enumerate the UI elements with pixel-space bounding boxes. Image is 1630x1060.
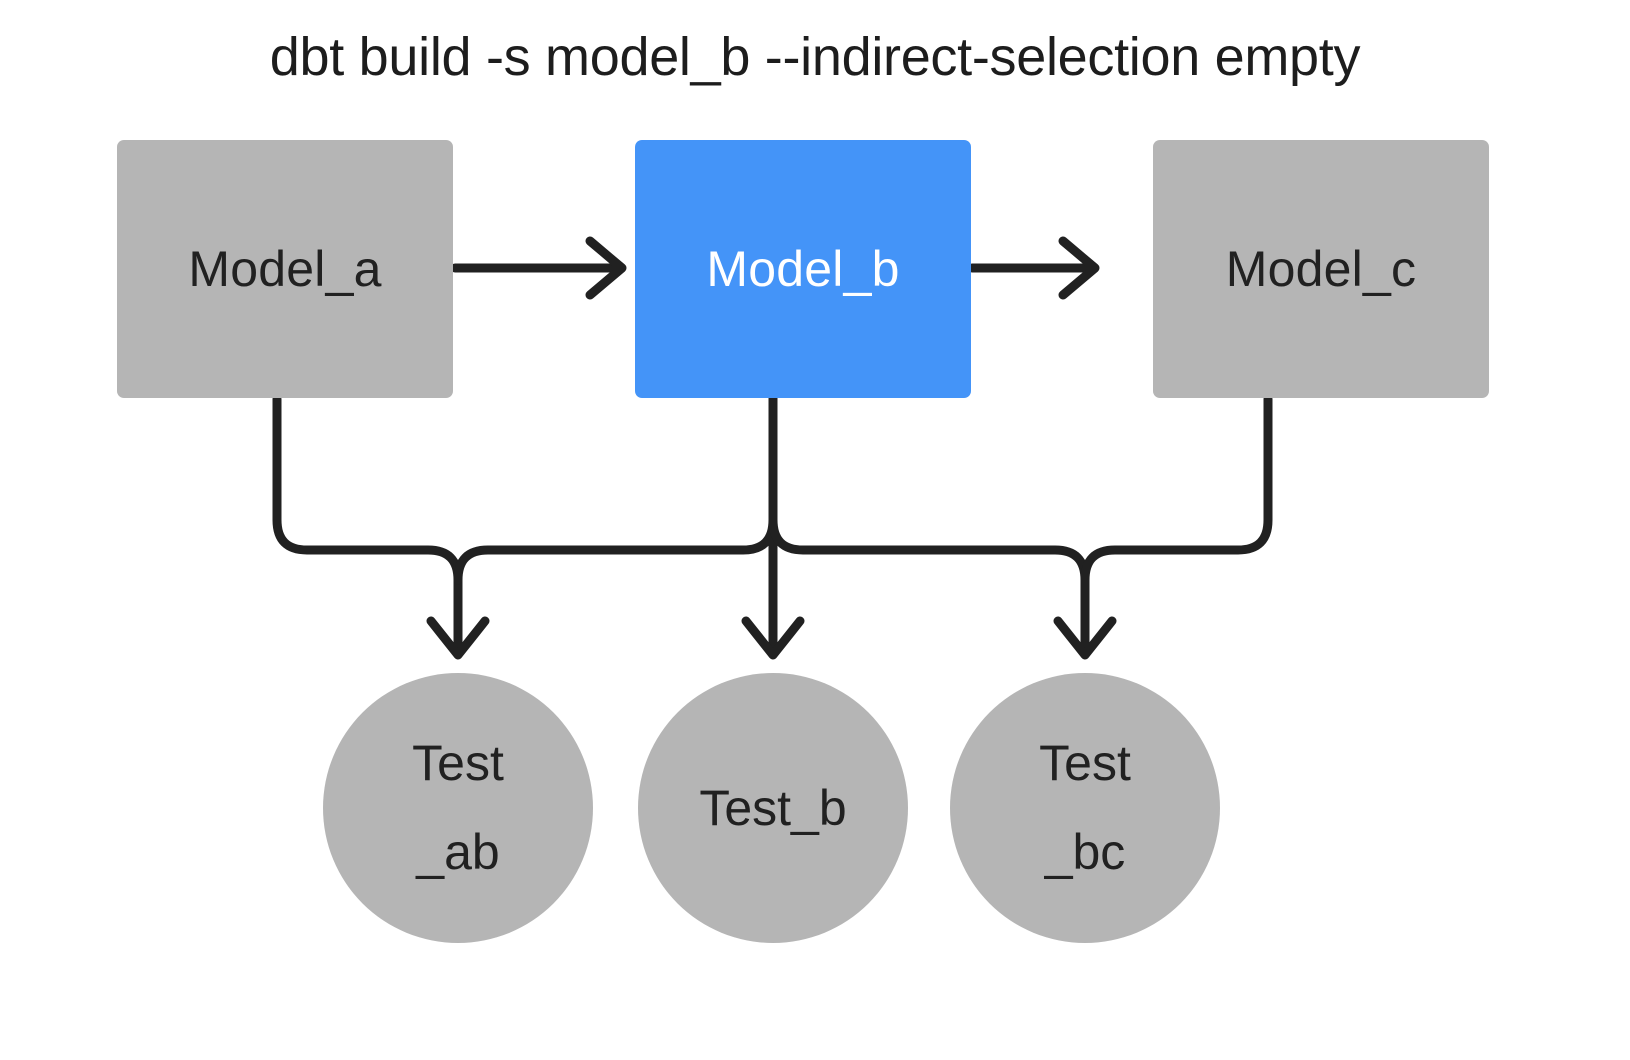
node-test-ab-label-line2: _ab xyxy=(416,824,500,880)
node-model-b-label: Model_b xyxy=(706,240,900,297)
node-test-b-label: Test_b xyxy=(699,779,847,836)
node-test-b[interactable]: Test_b xyxy=(638,673,908,943)
edge-model-b-to-test-bc xyxy=(768,394,1090,585)
edge-model-b-to-test-ab xyxy=(453,394,778,585)
node-model-a[interactable]: Model_a xyxy=(117,140,453,398)
diagram-title: dbt build -s model_b --indirect-selectio… xyxy=(269,27,1361,87)
node-model-a-label: Model_a xyxy=(188,240,382,297)
node-test-ab-label: Test _ab xyxy=(402,719,514,897)
node-test-ab-label-line1: Test xyxy=(412,735,504,791)
node-test-bc-label-line1: Test xyxy=(1039,735,1131,791)
edge-model-a-to-test-ab xyxy=(272,394,490,660)
edge-model-c-to-test-bc xyxy=(1053,394,1273,660)
edge-model-a-to-model-b xyxy=(450,236,627,300)
node-test-bc[interactable]: Test _bc xyxy=(950,673,1220,943)
node-test-bc-label-line2: _bc xyxy=(1044,824,1126,880)
node-model-b[interactable]: Model_b xyxy=(635,140,971,398)
node-test-ab[interactable]: Test _ab xyxy=(323,673,593,943)
edge-model-b-to-model-c xyxy=(967,236,1100,300)
node-model-c[interactable]: Model_c xyxy=(1153,140,1489,398)
node-model-c-label: Model_c xyxy=(1225,240,1417,297)
node-test-bc-label: Test _bc xyxy=(1029,719,1141,897)
